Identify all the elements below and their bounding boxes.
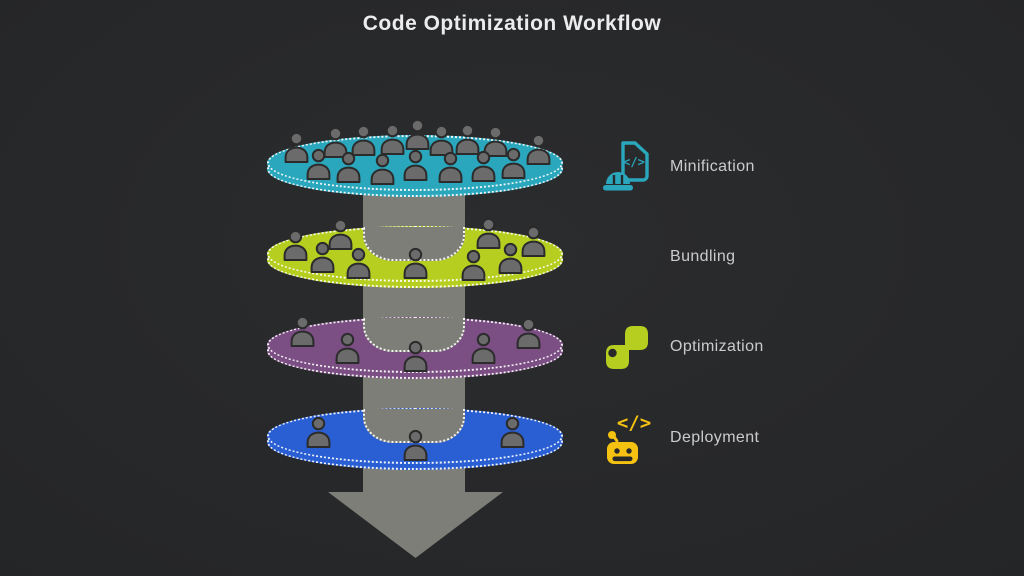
- person-icon: [306, 416, 330, 448]
- minification-icon: </>: [603, 141, 649, 191]
- person-icon: [455, 123, 479, 155]
- person-icon: [500, 416, 524, 448]
- legend-row-minification: </> Minification: [600, 137, 755, 197]
- person-icon: [438, 151, 462, 183]
- svg-text:</>: </>: [617, 412, 651, 434]
- funnel-arrow-head: [328, 492, 503, 558]
- person-icon: [429, 124, 453, 156]
- deployment-icon: </>: [607, 412, 651, 464]
- legend-row-bundling: Bundling: [600, 227, 735, 287]
- optimization-icon-slot: [600, 318, 654, 376]
- person-icon: [370, 153, 394, 185]
- person-icon: [521, 225, 545, 257]
- person-icon: [323, 126, 347, 158]
- person-icon: [328, 218, 352, 250]
- deployment-icon-slot: </>: [600, 409, 654, 467]
- legend-row-deployment: </> Deployment: [600, 408, 759, 468]
- person-icon: [346, 247, 370, 279]
- page-title: Code Optimization Workflow: [362, 12, 662, 35]
- legend-label: Bundling: [670, 248, 736, 265]
- person-icon: [290, 315, 314, 347]
- person-icon: [471, 150, 495, 182]
- person-icon: [483, 125, 507, 157]
- person-icon: [501, 147, 525, 179]
- person-icon: [284, 131, 308, 163]
- person-icon: [403, 247, 427, 279]
- person-icon: [351, 124, 375, 156]
- svg-text:</>: </>: [623, 155, 645, 169]
- legend-row-optimization: Optimization: [600, 317, 764, 377]
- legend-label: Optimization: [670, 338, 764, 355]
- person-icon: [380, 123, 404, 155]
- person-icon: [403, 149, 427, 181]
- legend-label: Minification: [670, 158, 755, 175]
- person-icon: [335, 332, 359, 364]
- person-icon: [403, 340, 427, 372]
- person-icon: [403, 429, 427, 461]
- person-icon: [461, 249, 485, 281]
- person-icon: [283, 229, 307, 261]
- person-icon: [516, 317, 540, 349]
- person-icon: [526, 133, 550, 165]
- person-icon: [336, 151, 360, 183]
- person-icon: [306, 148, 330, 180]
- person-icon: [405, 118, 429, 150]
- person-icon: [476, 217, 500, 249]
- person-icon: [498, 242, 522, 274]
- legend-icon-slot-empty: [600, 228, 654, 286]
- legend-label: Deployment: [670, 429, 760, 446]
- person-icon: [310, 241, 334, 273]
- person-icon: [471, 332, 495, 364]
- optimization-icon: [606, 326, 648, 369]
- minification-icon-slot: </>: [600, 138, 654, 196]
